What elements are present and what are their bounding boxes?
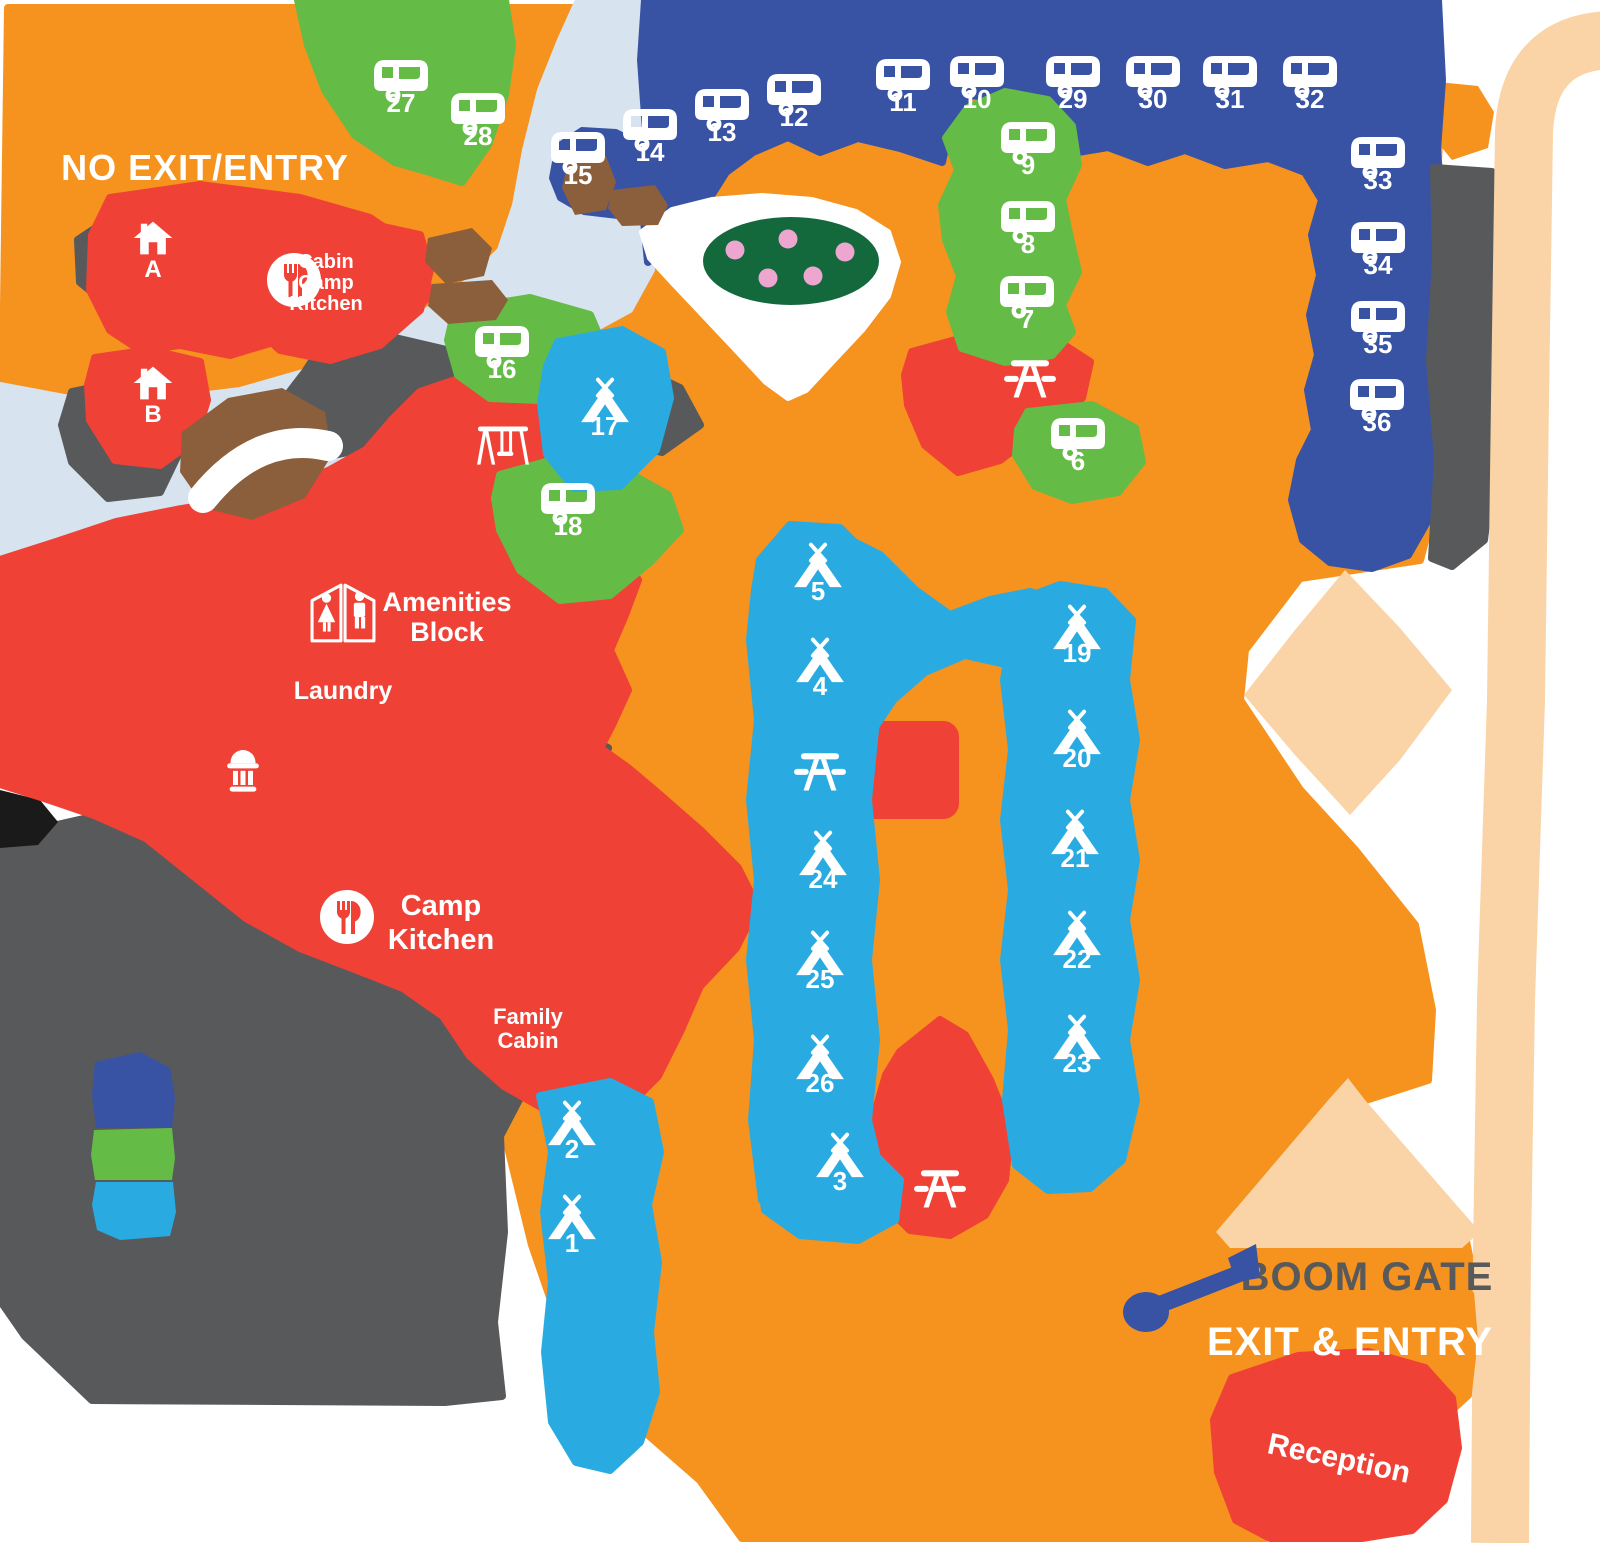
cutlery-icon — [320, 890, 374, 944]
site-number: 7 — [1020, 304, 1034, 334]
site-number: 29 — [1059, 84, 1088, 114]
site-marker-16[interactable]: 16 — [475, 326, 529, 384]
site-number: 3 — [833, 1166, 847, 1196]
site-number: 27 — [387, 88, 416, 118]
reception-area[interactable] — [1210, 1348, 1462, 1542]
footbridge-and-paths — [180, 156, 668, 520]
site-marker-19[interactable]: 19 — [1053, 607, 1101, 668]
site-marker-31[interactable]: 31 — [1203, 56, 1257, 114]
site-marker-23[interactable]: 23 — [1053, 1017, 1101, 1078]
site-marker-33[interactable]: 33 — [1351, 137, 1405, 195]
site-number: 1 — [565, 1228, 579, 1258]
site-number: 20 — [1063, 743, 1092, 773]
navy-swatch — [92, 1052, 175, 1128]
site-marker-11[interactable]: 11 — [876, 59, 930, 117]
site-number: 14 — [636, 137, 665, 167]
site-number: 10 — [963, 84, 992, 114]
site-number: 23 — [1063, 1048, 1092, 1078]
site-number: 33 — [1364, 165, 1393, 195]
site-marker-25[interactable]: 25 — [796, 933, 844, 994]
no-exit-entry-label: NO EXIT/ENTRY — [61, 147, 349, 188]
site-marker-12[interactable]: 12 — [767, 74, 821, 132]
site-marker-22[interactable]: 22 — [1053, 913, 1101, 974]
boom-gate-icon — [1123, 1244, 1260, 1332]
site-marker-34[interactable]: 34 — [1351, 222, 1405, 280]
site-number: 30 — [1139, 84, 1168, 114]
perimeter-road — [1216, 11, 1600, 1543]
site-number: 34 — [1364, 250, 1393, 280]
site-marker-18[interactable]: 18 — [541, 483, 595, 541]
site-number: 21 — [1061, 843, 1090, 873]
site-marker-21[interactable]: 21 — [1051, 812, 1099, 873]
site-number: 9 — [1021, 150, 1035, 180]
site-marker-2[interactable]: 2 — [548, 1103, 596, 1164]
entry-road-triangle — [1216, 1078, 1480, 1248]
site-number: 12 — [780, 102, 809, 132]
site-number: 8 — [1021, 229, 1035, 259]
site-marker-10[interactable]: 10 — [950, 56, 1004, 114]
site-number: 2 — [565, 1134, 579, 1164]
site-marker-29[interactable]: 29 — [1046, 56, 1100, 114]
site-marker-1[interactable]: 1 — [548, 1197, 596, 1258]
site-marker-26[interactable]: 26 — [796, 1037, 844, 1098]
site-number: 17 — [591, 411, 620, 441]
laundry-label: Laundry — [294, 677, 393, 705]
cabin-b-label: B — [144, 401, 161, 428]
sky-swatch — [92, 1182, 176, 1240]
site-number: 26 — [806, 1068, 835, 1098]
site-marker-3[interactable]: 3 — [816, 1135, 864, 1196]
site-marker-36[interactable]: 36 — [1350, 379, 1404, 437]
site-marker-17[interactable]: 17 — [581, 380, 629, 441]
site-number: 11 — [889, 87, 917, 117]
cabin-a-label: A — [144, 256, 161, 283]
site-number: 28 — [464, 121, 493, 151]
site-marker-28[interactable]: 28 — [451, 93, 505, 151]
site-number: 5 — [811, 576, 825, 606]
site-marker-6[interactable]: 6 — [1051, 418, 1105, 476]
site-marker-13[interactable]: 13 — [695, 89, 749, 147]
site-number: 6 — [1071, 446, 1085, 476]
site-marker-20[interactable]: 20 — [1053, 712, 1101, 773]
site-number: 24 — [809, 864, 838, 894]
site-marker-35[interactable]: 35 — [1351, 301, 1405, 359]
site-number: 18 — [554, 511, 583, 541]
site-number: 32 — [1296, 84, 1325, 114]
tent-sites-areas — [536, 326, 1140, 1474]
site-marker-9[interactable]: 9 — [1001, 122, 1055, 180]
site-marker-4[interactable]: 4 — [796, 640, 844, 701]
green-swatch — [91, 1128, 175, 1180]
site-number: 31 — [1216, 84, 1245, 114]
site-number: 22 — [1063, 944, 1092, 974]
orange-patch — [1430, 82, 1494, 160]
site-number: 35 — [1364, 329, 1393, 359]
site-number: 19 — [1063, 638, 1092, 668]
site-number: 4 — [813, 671, 828, 701]
site-marker-15[interactable]: 15 — [551, 132, 605, 190]
site-marker-14[interactable]: 14 — [623, 109, 677, 167]
site-number: 13 — [708, 117, 737, 147]
site-number: 16 — [488, 354, 517, 384]
road-diamond — [1244, 570, 1452, 815]
site-marker-24[interactable]: 24 — [799, 833, 847, 894]
dark-patch — [0, 790, 58, 848]
site-marker-5[interactable]: 5 — [794, 545, 842, 606]
site-marker-32[interactable]: 32 — [1283, 56, 1337, 114]
site-marker-30[interactable]: 30 — [1126, 56, 1180, 114]
site-marker-8[interactable]: 8 — [1001, 201, 1055, 259]
site-type-swatches — [91, 1052, 176, 1240]
site-marker-27[interactable]: 27 — [374, 60, 428, 118]
site-number: 15 — [564, 160, 593, 190]
garden-pond — [639, 193, 901, 401]
boom-gate-label: BOOM GATE — [1241, 1255, 1494, 1299]
site-marker-7[interactable]: 7 — [1000, 276, 1054, 334]
exit-entry-label: EXIT & ENTRY — [1207, 1320, 1493, 1364]
site-number: 36 — [1363, 407, 1392, 437]
site-number: 25 — [806, 964, 835, 994]
